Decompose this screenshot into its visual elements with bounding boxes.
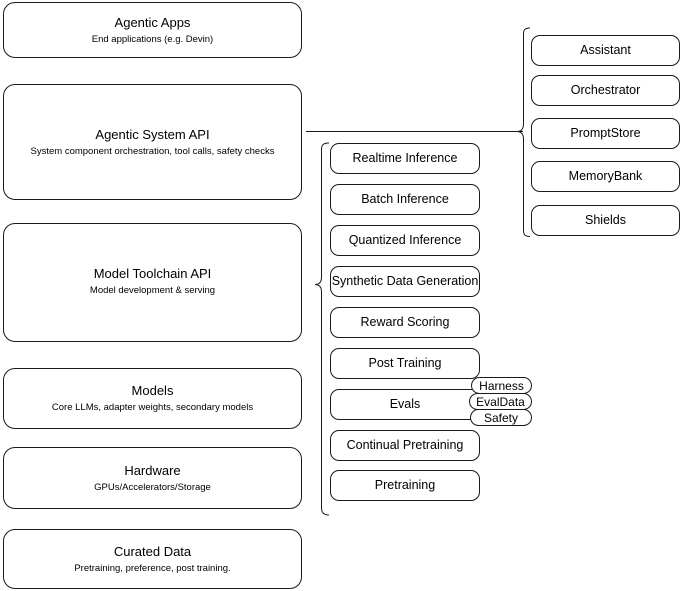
system-item-label: MemoryBank — [568, 169, 643, 183]
system-item-label: Shields — [585, 213, 626, 227]
layer-agentic-apps[interactable]: Agentic Apps End applications (e.g. Devi… — [3, 2, 302, 58]
evals-pill-label: Harness — [479, 378, 524, 393]
toolchain-item-synthetic-data-generation[interactable]: Synthetic Data Generation — [330, 266, 480, 297]
toolchain-item-label: Post Training — [368, 356, 442, 370]
system-item-memorybank[interactable]: MemoryBank — [531, 161, 680, 192]
layer-title: Agentic Apps — [114, 14, 191, 30]
system-item-label: PromptStore — [570, 126, 641, 140]
layer-curated-data[interactable]: Curated Data Pretraining, preference, po… — [3, 529, 302, 589]
layer-subtitle: System component orchestration, tool cal… — [30, 146, 275, 157]
system-item-assistant[interactable]: Assistant — [531, 35, 680, 66]
toolchain-item-continual-pretraining[interactable]: Continual Pretraining — [330, 430, 480, 461]
toolchain-item-label: Evals — [389, 397, 421, 411]
toolchain-item-label: Pretraining — [374, 478, 436, 492]
toolchain-item-label: Realtime Inference — [352, 151, 458, 165]
toolchain-item-batch-inference[interactable]: Batch Inference — [330, 184, 480, 215]
layer-hardware[interactable]: Hardware GPUs/Accelerators/Storage — [3, 447, 302, 509]
layer-model-toolchain-api[interactable]: Model Toolchain API Model development & … — [3, 223, 302, 342]
layer-title: Models — [131, 383, 174, 398]
layer-title: Model Toolchain API — [93, 266, 212, 281]
toolchain-item-realtime-inference[interactable]: Realtime Inference — [330, 143, 480, 174]
evals-pill-harness[interactable]: Harness — [471, 377, 532, 394]
toolchain-item-evals[interactable]: Evals — [330, 389, 480, 420]
layer-subtitle: Core LLMs, adapter weights, secondary mo… — [51, 402, 254, 413]
evals-pill-label: EvalData — [476, 394, 525, 409]
layer-models[interactable]: Models Core LLMs, adapter weights, secon… — [3, 368, 302, 429]
evals-pill-evaldata[interactable]: EvalData — [469, 393, 532, 410]
layer-subtitle: Model development & serving — [89, 285, 216, 296]
layer-title: Agentic System API — [95, 127, 210, 142]
toolchain-item-label: Quantized Inference — [348, 233, 462, 247]
brace-system-components — [516, 27, 531, 237]
toolchain-item-label: Batch Inference — [361, 192, 449, 206]
system-item-orchestrator[interactable]: Orchestrator — [531, 75, 680, 106]
layer-agentic-system-api[interactable]: Agentic System API System component orch… — [3, 84, 302, 200]
toolchain-item-label: Synthetic Data Generation — [331, 274, 479, 288]
system-item-shields[interactable]: Shields — [531, 205, 680, 236]
toolchain-item-reward-scoring[interactable]: Reward Scoring — [330, 307, 480, 338]
system-item-label: Assistant — [580, 43, 631, 57]
system-item-promptstore[interactable]: PromptStore — [531, 118, 680, 149]
toolchain-item-post-training[interactable]: Post Training — [330, 348, 480, 379]
toolchain-item-label: Continual Pretraining — [346, 438, 464, 452]
toolchain-item-label: Reward Scoring — [360, 315, 450, 329]
toolchain-item-quantized-inference[interactable]: Quantized Inference — [330, 225, 480, 256]
layer-subtitle: GPUs/Accelerators/Storage — [94, 481, 211, 493]
layer-title: Hardware — [124, 462, 181, 478]
toolchain-item-pretraining[interactable]: Pretraining — [330, 470, 480, 501]
evals-pill-safety[interactable]: Safety — [470, 409, 532, 426]
layer-subtitle: End applications (e.g. Devin) — [91, 33, 214, 45]
brace-toolchain-components — [314, 142, 330, 516]
layer-subtitle: Pretraining, preference, post training. — [74, 562, 231, 574]
system-item-label: Orchestrator — [570, 83, 641, 97]
layer-title: Curated Data — [113, 543, 192, 559]
evals-pill-label: Safety — [483, 410, 519, 425]
